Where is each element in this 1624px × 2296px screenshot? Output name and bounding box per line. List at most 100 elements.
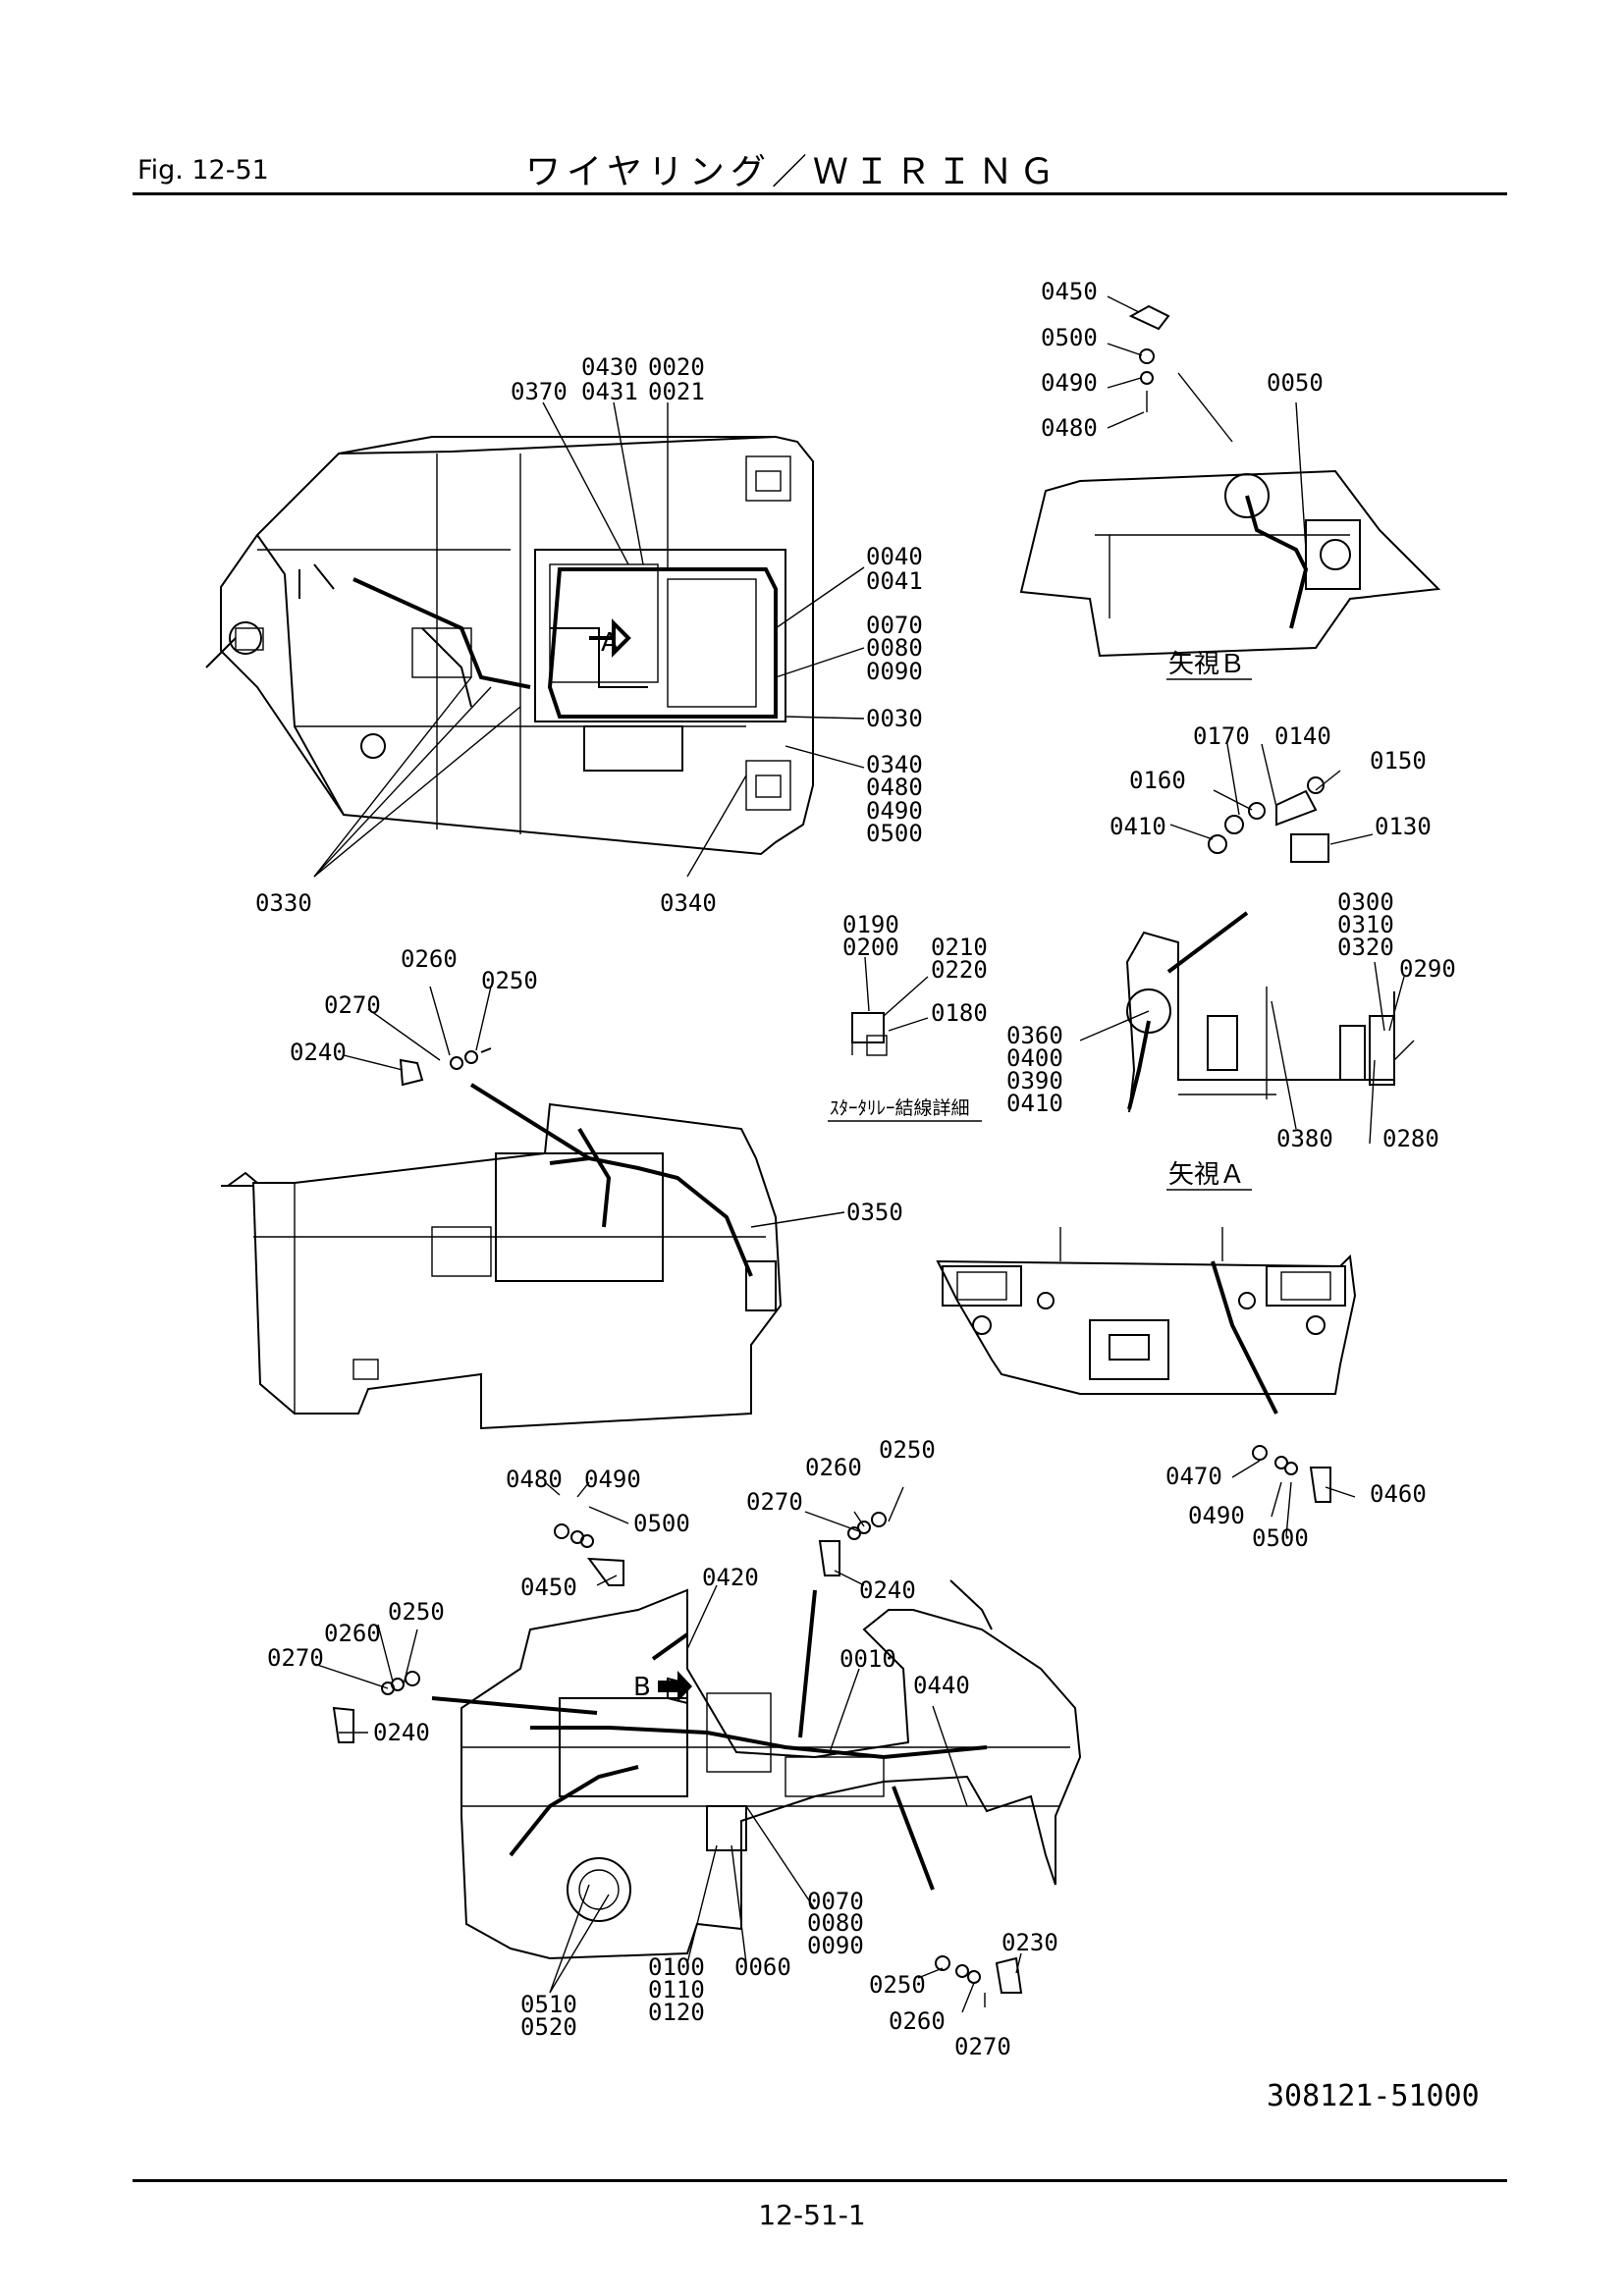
part-label: 0270	[324, 991, 381, 1019]
part-label: 0240	[290, 1039, 347, 1066]
part-label: 0510	[520, 1991, 577, 2018]
part-label: 0210	[931, 934, 988, 961]
part-label: 0260	[401, 945, 458, 973]
top-view-drawing	[205, 435, 814, 856]
part-label: 0450	[520, 1574, 577, 1601]
part-label: 0070	[807, 1888, 864, 1915]
part-label: 0021	[648, 378, 705, 405]
part-label: 0400	[1006, 1044, 1063, 1072]
part-label: 0080	[866, 634, 923, 662]
part-label: 0030	[866, 705, 923, 732]
part-label: 0090	[807, 1932, 864, 1959]
part-label: 0390	[1006, 1067, 1063, 1095]
rear-view-drawing	[936, 1227, 1357, 1415]
part-label: 0300	[1337, 888, 1394, 916]
part-label: 0041	[866, 567, 923, 595]
part-label: 0250	[879, 1436, 936, 1464]
part-label: 0260	[805, 1454, 862, 1481]
view-a-marker: A	[601, 628, 619, 658]
starter-relay-detail-caption: ｽﾀｰﾀﾘﾚｰ結線詳細	[830, 1097, 970, 1119]
part-label: 0110	[648, 1976, 705, 2003]
rear-view-leaders	[1231, 1445, 1356, 1537]
part-label: 0240	[859, 1576, 916, 1604]
part-label: 0410	[1110, 813, 1166, 840]
part-label: 0450	[1041, 278, 1098, 305]
part-label: 0100	[648, 1953, 705, 1981]
part-label: 0200	[842, 934, 899, 961]
part-label: 0480	[506, 1466, 563, 1493]
part-label: 0170	[1193, 722, 1250, 750]
part-label: 0250	[388, 1598, 445, 1626]
part-label: 0220	[931, 956, 988, 984]
part-label: 0360	[1006, 1022, 1063, 1049]
part-label: 0280	[1382, 1125, 1439, 1152]
part-label: 0480	[866, 774, 923, 801]
part-label: 0270	[746, 1488, 803, 1516]
part-label: 0440	[913, 1672, 970, 1699]
lower-view-drawing	[431, 1579, 1082, 1960]
part-label: 0250	[481, 967, 538, 994]
part-label: 0140	[1274, 722, 1331, 750]
part-label: 0350	[846, 1199, 903, 1226]
part-label: 0270	[954, 2033, 1011, 2060]
part-label: 0500	[866, 820, 923, 847]
part-label: 0070	[866, 612, 923, 639]
page-number: 12-51-1	[758, 2199, 866, 2231]
part-label: 0490	[1188, 1502, 1245, 1529]
part-label: 0260	[889, 2007, 946, 2035]
part-label: 0230	[1001, 1929, 1058, 1956]
part-label: 0150	[1370, 747, 1427, 774]
top-view-leaders	[313, 401, 865, 878]
lower-view-leaders	[313, 1481, 1023, 2013]
part-label: 0480	[1041, 414, 1098, 442]
part-label: 0120	[648, 1999, 705, 2026]
part-label: 0500	[633, 1510, 690, 1537]
part-label: 0090	[866, 658, 923, 685]
part-label: 0380	[1276, 1125, 1333, 1152]
part-label: 0180	[931, 999, 988, 1027]
view-a-caption: 矢視Ａ	[1168, 1160, 1245, 1190]
part-label: 0240	[373, 1719, 430, 1746]
relay-detail-drawing	[1166, 776, 1329, 974]
part-label: 0270	[267, 1644, 324, 1672]
part-label: 0460	[1370, 1480, 1427, 1508]
part-label: 0490	[866, 797, 923, 825]
part-label: 0290	[1399, 955, 1456, 983]
part-label: 0050	[1267, 369, 1324, 397]
document-number: 308121-51000	[1267, 2079, 1480, 2113]
part-label: 0430	[581, 353, 638, 381]
part-number-labels: 0020 0021 0430 0431 0370 0040 0041 0070 …	[255, 278, 1456, 2060]
part-label: 0310	[1337, 911, 1394, 938]
view-b-drawing	[1019, 304, 1441, 658]
part-label: 0420	[702, 1564, 759, 1591]
part-label: 0010	[839, 1645, 896, 1673]
view-b-caption: 矢視Ｂ	[1168, 650, 1245, 679]
part-label: 0370	[511, 378, 568, 405]
part-label: 0490	[1041, 369, 1098, 397]
part-label: 0260	[324, 1620, 381, 1647]
relay-detail-leaders	[1169, 743, 1374, 845]
part-label: 0470	[1165, 1463, 1222, 1490]
view-b-marker: B	[633, 1673, 651, 1702]
view-a-leaders	[1079, 961, 1405, 1145]
part-label: 0330	[255, 889, 312, 917]
part-label: 0080	[807, 1909, 864, 1937]
part-label: 0160	[1129, 767, 1186, 794]
part-label: 0431	[581, 378, 638, 405]
side-view-leaders	[343, 986, 845, 1228]
view-b-arrow-icon	[658, 1671, 692, 1702]
starter-detail-drawing	[851, 956, 929, 1056]
view-b-leaders	[1107, 295, 1307, 551]
part-label: 0320	[1337, 934, 1394, 961]
part-label: 0060	[734, 1953, 791, 1981]
part-label: 0190	[842, 911, 899, 938]
part-label: 0130	[1375, 813, 1432, 840]
footer-rule	[133, 2179, 1507, 2182]
part-label: 0410	[1006, 1090, 1063, 1117]
page-title: ワイヤリング／ＷＩＲＩＮＧ	[525, 152, 1060, 192]
part-label: 0020	[648, 353, 705, 381]
part-label: 0040	[866, 543, 923, 570]
view-a-drawing	[1125, 931, 1415, 1113]
figure-number: Fig. 12-51	[137, 155, 269, 186]
